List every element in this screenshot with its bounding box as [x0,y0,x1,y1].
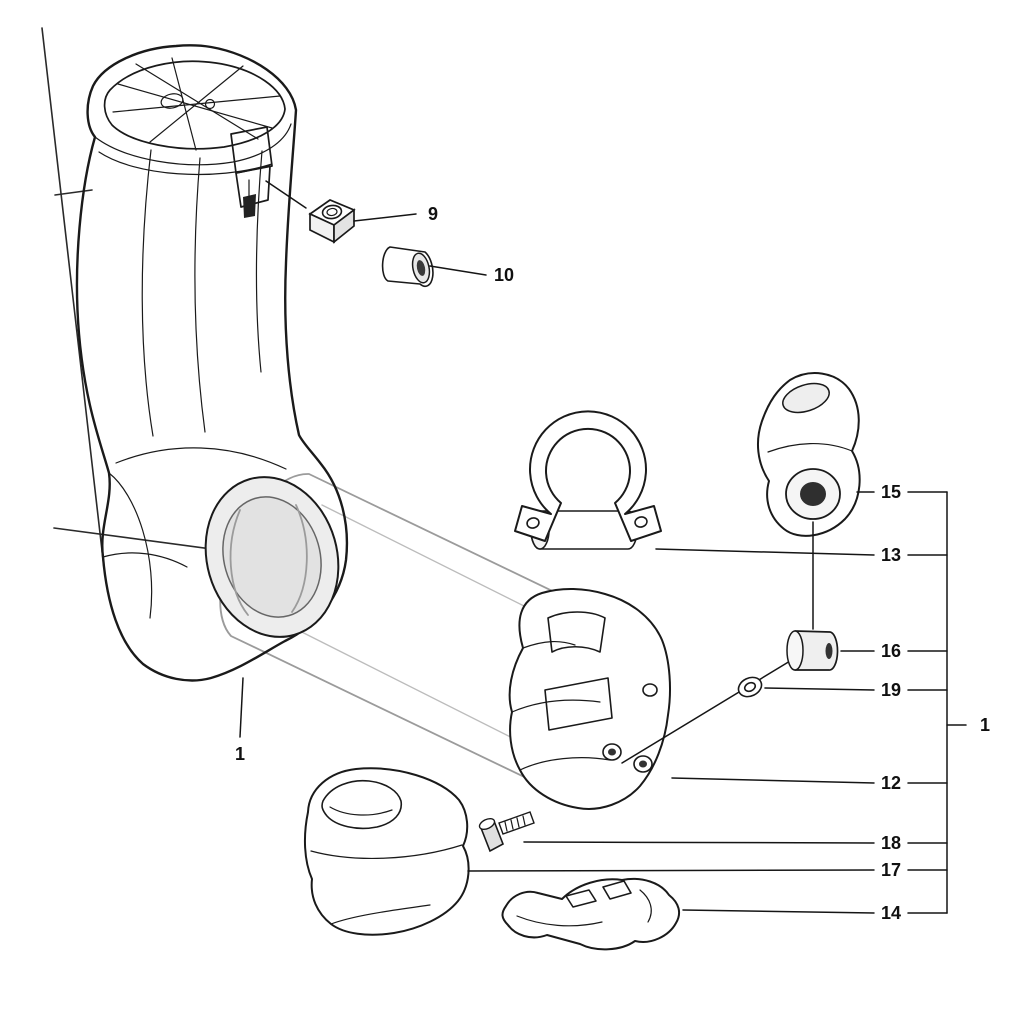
housing-crease-1 [141,149,154,437]
housing-rib-4 [135,63,259,140]
frame-diagonal-left [41,27,105,569]
guard14-body [501,877,681,951]
clamp13-ring [514,410,662,542]
leader-17 [467,869,875,872]
leader-1-left [239,677,244,738]
part-washer-19 [737,676,763,698]
leader-18 [523,841,875,844]
nut9-hole-outer [321,204,343,220]
callout-1-left: 1 [235,744,245,764]
nut9-side-face [333,208,355,244]
housing-socket-shade-1 [229,509,249,616]
clamp12-ear-1-hole [608,748,616,756]
part-screw-18 [478,811,535,853]
assembly-lines [621,521,814,764]
housing-latch-tab [243,194,256,218]
pin16-hole [825,643,833,659]
part15-mid-line [767,443,853,453]
clamp12-side-hole [642,683,658,697]
callout-16: 16 [881,641,901,661]
callout-12: 12 [881,773,901,793]
part-bushing-10 [381,246,434,288]
leader-13 [655,548,875,556]
clamp12-ear-2-hole [639,760,647,768]
cover17-seam [310,844,463,859]
part15-boss-hole [800,482,826,506]
bushing10-hole [416,260,426,276]
clamp13-hole-left [526,517,540,529]
housing-rim-center-boss [160,93,184,109]
part-nut-9 [308,199,356,244]
leader-9 [353,213,417,222]
part15-top-opening [782,382,830,414]
housing-crease-6 [108,472,153,619]
leader-9-part [265,180,307,209]
clamp12-window-mid [544,677,613,731]
leader-12 [671,777,875,784]
callout-labels: 9 10 1 15 13 16 19 12 18 17 14 1 [235,204,990,923]
housing-silhouette [75,44,349,682]
clamp12-window-top [547,611,606,653]
screw18-thread-4 [522,815,526,826]
callout-18: 18 [881,833,901,853]
clamp13-hole-right [634,516,648,528]
housing-rim-hole [204,98,216,110]
nut9-hole-inner [326,207,338,217]
screw18-thread-3 [516,817,520,828]
housing-crease-2 [194,157,206,433]
callout-9: 9 [428,204,438,224]
housing-crease-4 [115,447,287,470]
housing-crease-3 [255,150,263,373]
screw18-head-face [478,818,496,830]
frame-tick [54,189,93,196]
housing-crease-5 [102,552,188,568]
screw18-shank [498,811,535,835]
callout-19: 19 [881,680,901,700]
housing-latch-upper [230,126,273,174]
screw18-thread-1 [504,821,508,832]
housing-socket-shade-2 [291,504,308,613]
cover17-bottom-line [330,904,431,925]
clamp12-strap-1 [522,641,576,649]
guard14-tab-1 [565,889,597,908]
clamp12-strap-3 [519,757,611,771]
part-clamp-lower-12 [508,587,671,810]
clamp12-strap-2 [511,699,601,713]
leader-14 [682,909,875,914]
cover17-recess [321,779,403,830]
callout-1-right: 1 [980,715,990,735]
cover17-recess-line [329,806,393,816]
leader-10 [429,265,487,276]
washer19-inner [743,681,757,693]
part-pin-16 [786,630,839,671]
housing-rib-3 [112,95,281,113]
guard14-tab-2 [602,880,632,900]
assembly-line-16-19-12 [621,654,801,764]
callout-13: 13 [881,545,901,565]
housing-rim-oval [103,60,286,150]
callout-15: 15 [881,482,901,502]
part-handle-section-15 [757,372,861,537]
housing-latch-lower [235,165,271,208]
housing-rib-5 [171,57,197,151]
part-housing-1 [75,44,349,682]
part-clamp-upper-13 [514,410,662,550]
leader-19 [764,687,875,691]
pin16-left-end [786,630,804,671]
screw18-thread-2 [510,819,514,830]
leader-lines [239,180,967,914]
part-cover-17 [303,767,470,936]
callout-10: 10 [494,265,514,285]
callout-14: 14 [881,903,901,923]
housing-rim-crease-1 [94,123,292,166]
callout-17: 17 [881,860,901,880]
part-guard-14 [501,877,681,951]
housing-outlet-socket [222,496,322,618]
guard14-fold-line [516,915,603,927]
guard14-end-line [639,889,652,923]
